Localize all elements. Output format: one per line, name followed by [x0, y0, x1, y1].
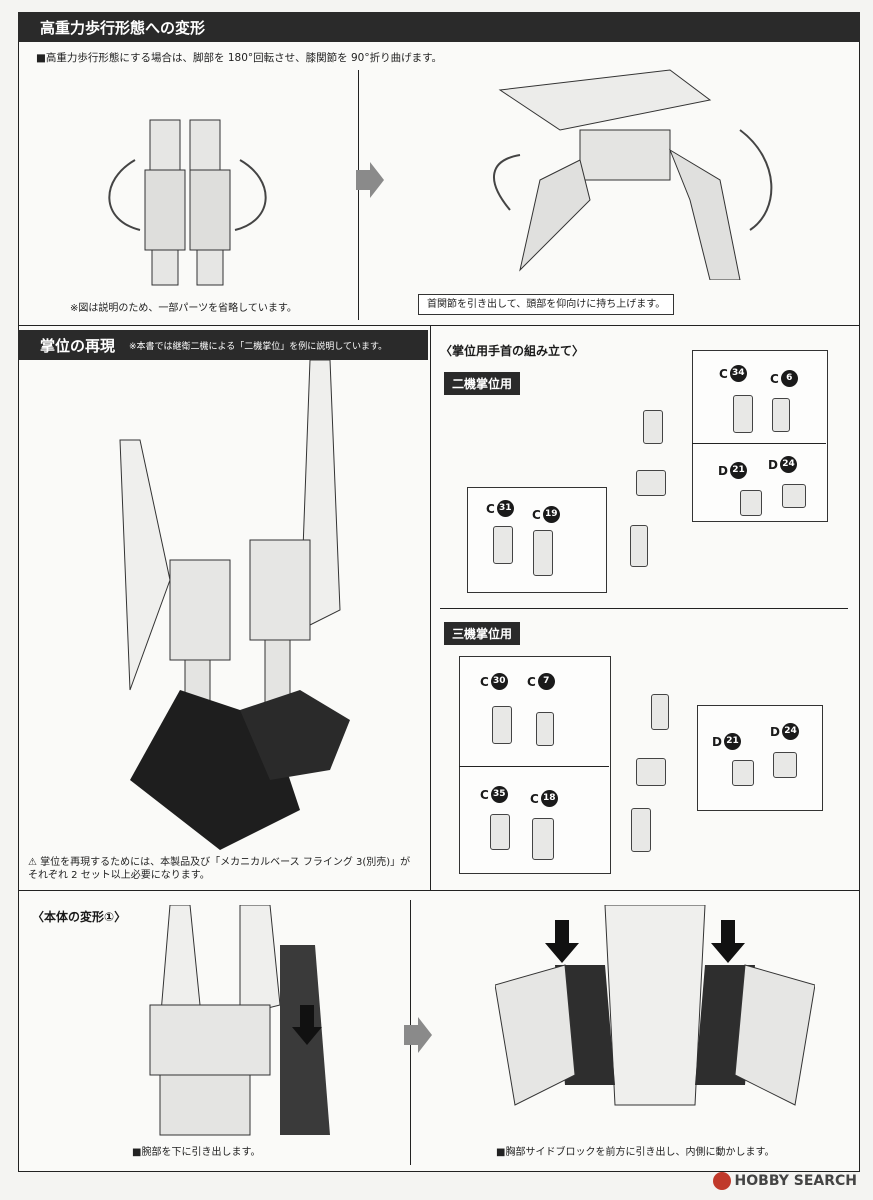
- section2-warning: ⚠ 掌位を再現するためには、本製品及び「メカニカルベース フライング 3(別売)…: [28, 857, 411, 881]
- section1-note-right: 首関節を引き出して、頭部を仰向けに持ち上げます。: [418, 294, 675, 315]
- part-piece: [643, 410, 663, 444]
- divider: [440, 608, 848, 609]
- divider: [18, 325, 860, 326]
- tag-two-palm: 二機掌位用: [444, 372, 521, 395]
- part-piece: [772, 398, 790, 432]
- section1-note-left: ※図は説明のため、一部パーツを省略しています。: [70, 303, 297, 314]
- section4-note-right: ■胸部サイドブロックを前方に引き出し、内側に動かします。: [496, 1147, 775, 1158]
- section2-subtitle: ※本書では継衛二機による「二機掌位」を例に説明しています。: [129, 341, 388, 352]
- part-piece: [732, 760, 754, 786]
- part-piece: [532, 818, 554, 860]
- part-piece: [630, 525, 648, 567]
- part-piece: [631, 808, 651, 852]
- robot-walker-illustration: [493, 69, 773, 280]
- section4-note-left: ■腕部を下に引き出します。: [132, 1147, 261, 1158]
- part-piece: [536, 712, 554, 746]
- section4-title: 〈本体の変形①〉: [32, 910, 127, 924]
- part-piece: [490, 814, 510, 850]
- divider: [459, 766, 609, 767]
- watermark-text: HOBBY SEARCH: [734, 1173, 857, 1189]
- robot-chest-illustration: [495, 905, 815, 1106]
- section2-title: 掌位の再現: [40, 336, 116, 355]
- part-piece: [636, 758, 666, 786]
- part-piece: [773, 752, 797, 778]
- parts-box-three-right: [697, 705, 823, 811]
- part-piece: [740, 490, 762, 516]
- part-piece: [493, 526, 513, 564]
- part-piece: [533, 530, 553, 576]
- next-arrow-icon: [356, 162, 384, 198]
- part-piece: [733, 395, 753, 433]
- two-robots-palm-illustration: [119, 360, 350, 850]
- divider: [358, 70, 359, 320]
- part-piece: [492, 706, 512, 744]
- section3-title: 〈掌位用手首の組み立て〉: [440, 344, 585, 358]
- robot-legs-illustration: [108, 119, 267, 286]
- robot-arm-illustration: [149, 905, 330, 1136]
- section-title-palm: 掌位の再現 ※本書では継衛二機による「二機掌位」を例に説明しています。: [18, 330, 428, 360]
- part-piece: [636, 470, 666, 496]
- part-piece: [651, 694, 669, 730]
- part-piece: [782, 484, 806, 508]
- tag-three-palm: 三機掌位用: [444, 622, 521, 645]
- section1-instruction: ■高重力歩行形態にする場合は、脚部を 180°回転させ、膝関節を 90°折り曲げ…: [36, 52, 443, 64]
- hobbysearch-logo-icon: [712, 1172, 731, 1190]
- section-title-transform: 高重力歩行形態への変形: [18, 12, 860, 42]
- watermark: HOBBY SEARCH: [712, 1172, 857, 1190]
- divider: [430, 325, 431, 890]
- next-arrow-icon: [404, 1017, 432, 1053]
- divider: [692, 443, 826, 444]
- divider: [18, 890, 860, 891]
